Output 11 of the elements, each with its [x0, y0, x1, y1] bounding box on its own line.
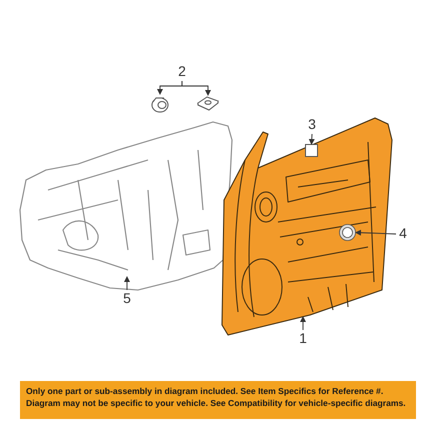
callout-number: 5	[119, 290, 135, 308]
callout-number: 1	[295, 330, 311, 348]
callout-number: 2	[174, 63, 190, 81]
callout-number: 4	[396, 225, 410, 243]
leader-line	[182, 80, 211, 96]
leader-line	[124, 276, 130, 290]
leader-line	[300, 316, 306, 330]
disclaimer-banner: Only one part or sub-assembly in diagram included. See Item Specifics for Reference #. Diagram may not be specific to your vehicle. See Compatibility for vehicle-specific diagrams.	[20, 381, 416, 419]
callout-number: 3	[304, 116, 320, 134]
leader-line	[355, 230, 396, 236]
leader-line	[308, 134, 315, 145]
